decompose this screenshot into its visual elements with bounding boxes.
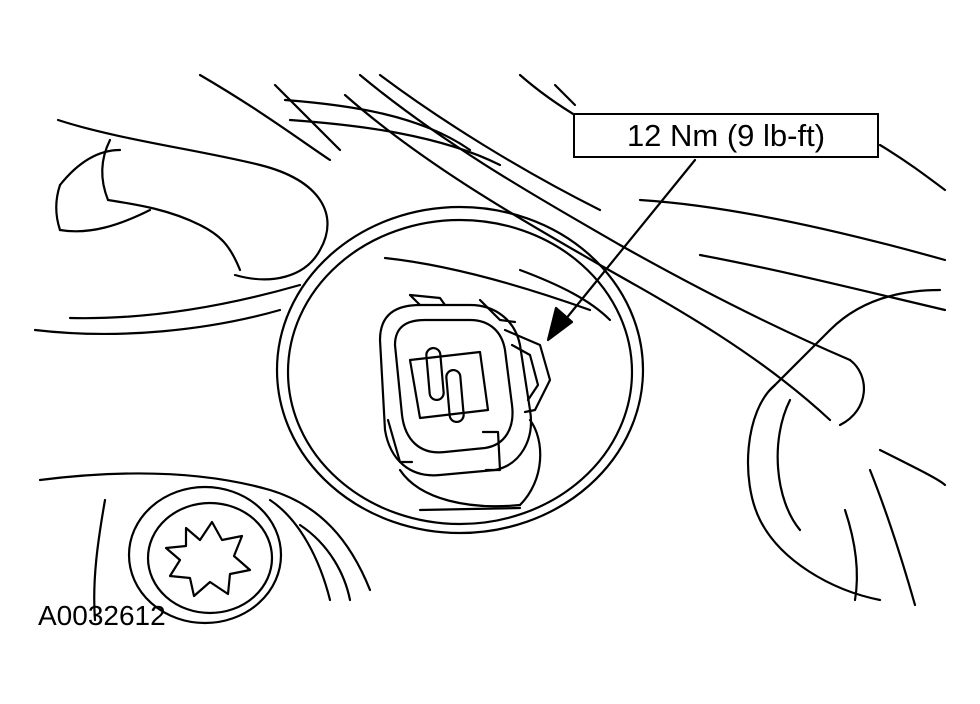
torque-leader-arrow <box>546 158 697 342</box>
sensor-boss <box>275 205 645 535</box>
coolant-hose <box>343 73 865 427</box>
right-housing <box>746 288 947 607</box>
torque-spec-label: 12 Nm (9 lb-ft) <box>573 113 879 158</box>
electrical-connector <box>378 293 552 512</box>
left-bracket <box>33 118 329 336</box>
torx-bolt-icon <box>38 472 372 625</box>
figure-id-label: A0032612 <box>38 600 166 631</box>
